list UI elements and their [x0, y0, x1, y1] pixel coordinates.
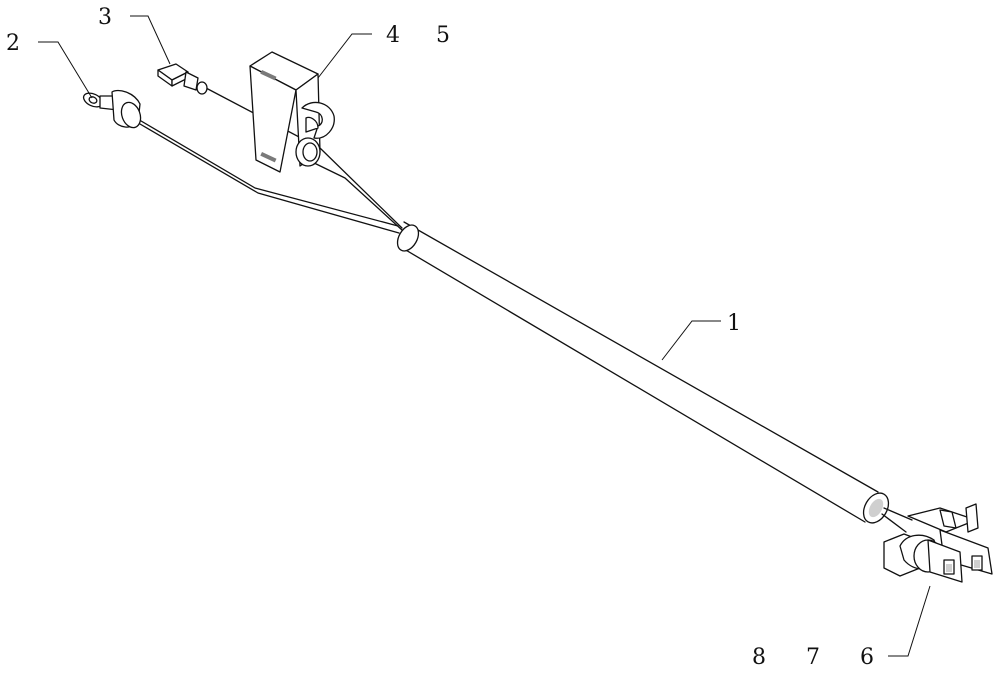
- main-sleeve-tube: [396, 221, 890, 524]
- label-3: 3: [98, 5, 112, 30]
- leader-2: [38, 41, 93, 99]
- ring-terminal: [82, 89, 142, 129]
- leader-1: [661, 320, 721, 361]
- label-2: 2: [6, 31, 20, 56]
- label-1: 1: [727, 311, 741, 336]
- label-6: 6: [860, 645, 874, 670]
- branch-wires: [135, 87, 913, 533]
- leader-4: [317, 33, 372, 79]
- label-7: 7: [806, 645, 820, 670]
- part-labels: 1 2 3 4 5 6 7 8: [6, 5, 874, 670]
- leader-3: [130, 15, 171, 65]
- leader-6: [888, 585, 931, 657]
- box-connector: [249, 51, 335, 173]
- lower-connector-assembly: [883, 503, 993, 583]
- leader-lines: [38, 15, 931, 657]
- label-8: 8: [752, 645, 766, 670]
- label-5: 5: [436, 23, 450, 48]
- blade-terminal: [157, 63, 208, 95]
- label-4: 4: [386, 23, 400, 48]
